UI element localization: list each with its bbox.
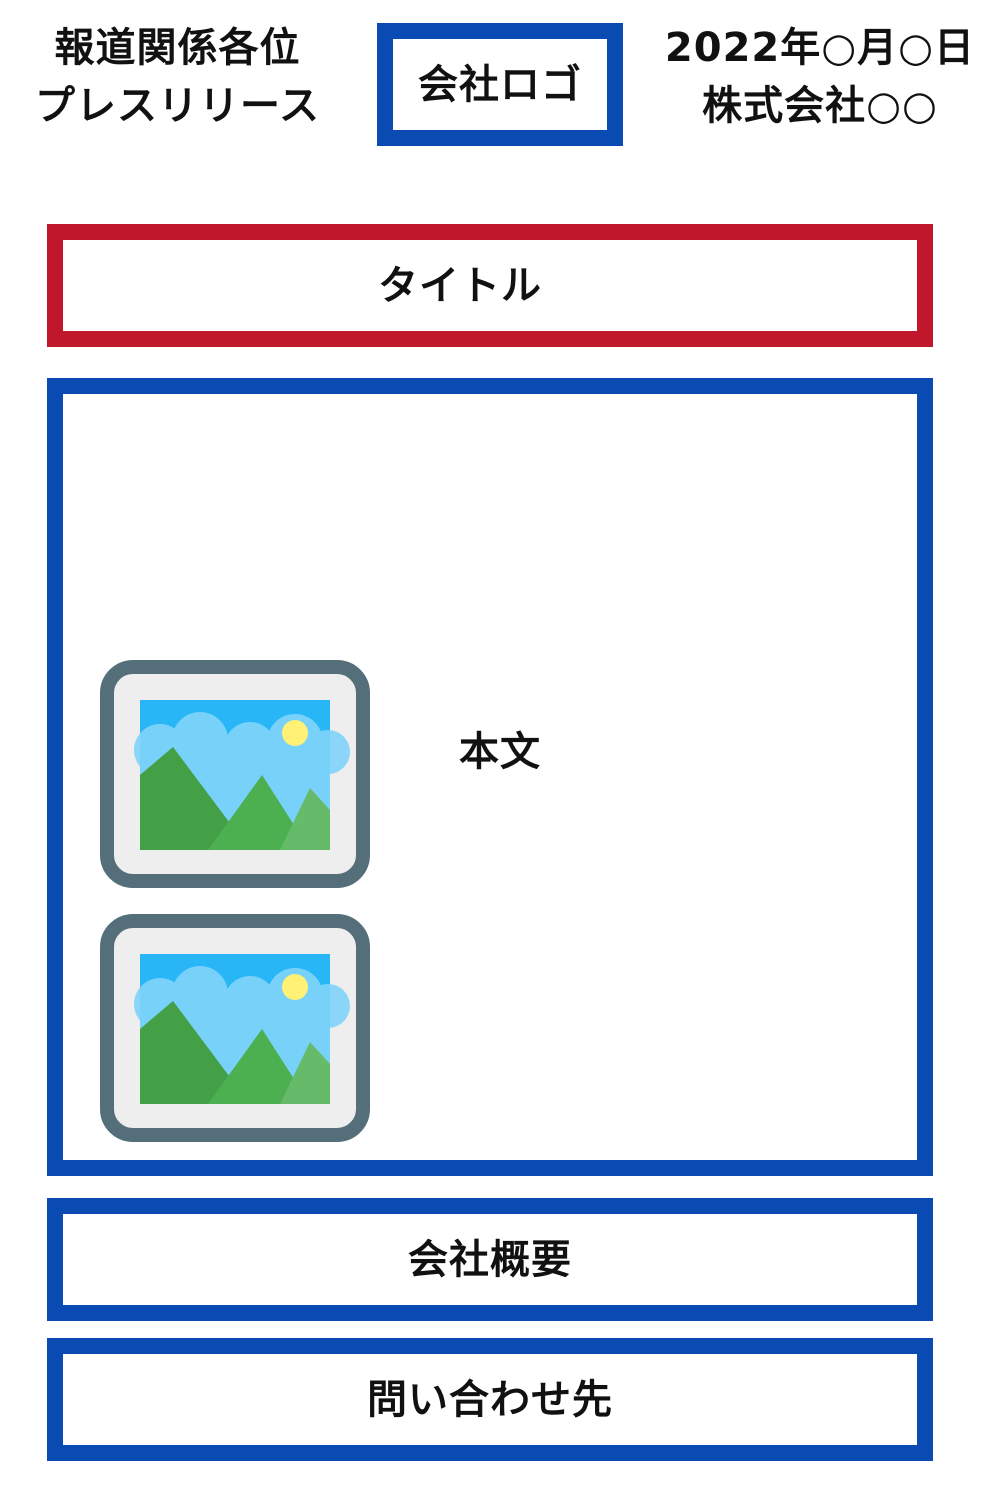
contact-section: 問い合わせ先 bbox=[47, 1338, 933, 1461]
contact-label: 問い合わせ先 bbox=[367, 1376, 613, 1423]
company-name: 株式会社○○ bbox=[702, 83, 938, 129]
logo-label: 会社ロゴ bbox=[418, 61, 582, 108]
title-label: タイトル bbox=[378, 262, 542, 309]
audience-label: 報道関係各位 bbox=[54, 25, 301, 71]
title-section: タイトル bbox=[47, 224, 933, 347]
doc-type-label: プレスリリース bbox=[35, 83, 320, 129]
body-label: 本文 bbox=[459, 729, 541, 775]
company-logo-placeholder: 会社ロゴ bbox=[377, 23, 623, 146]
date-label: 2022年○月○日 bbox=[664, 25, 976, 71]
landscape-image-icon bbox=[100, 660, 370, 888]
landscape-image-icon bbox=[100, 914, 370, 1142]
company-profile-section: 会社概要 bbox=[47, 1198, 933, 1321]
company-profile-label: 会社概要 bbox=[408, 1236, 572, 1283]
